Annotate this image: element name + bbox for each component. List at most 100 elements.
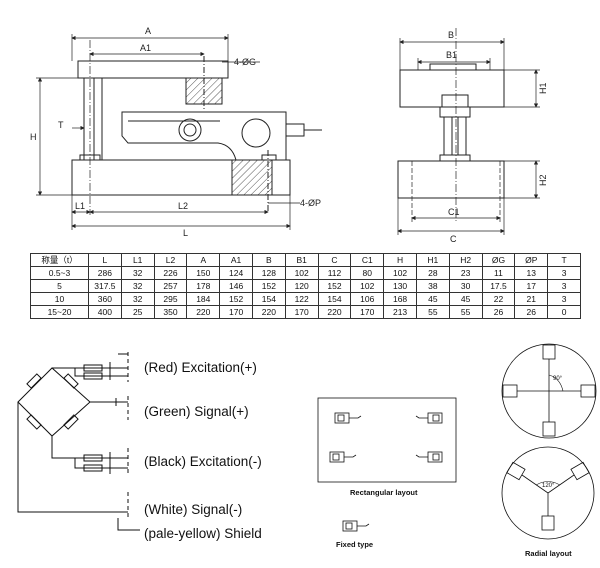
label-green: (Green) Signal(+)	[144, 404, 249, 419]
table-cell: 150	[186, 266, 221, 280]
radial120-cell-bottom	[541, 515, 555, 531]
table-cell: 152	[317, 279, 352, 293]
table-cell: 45	[415, 292, 450, 306]
table-cell: 120	[284, 279, 319, 293]
table-cell: 317.5	[88, 279, 122, 293]
table-cell: 112	[317, 266, 352, 280]
side-top-plate	[399, 69, 505, 108]
gauge-hole-left	[178, 118, 202, 142]
dim-h2: H2	[538, 174, 548, 186]
table-cell: 13	[514, 266, 549, 280]
table-cell: 170	[284, 305, 319, 319]
caption-radial: Radial layout	[525, 549, 572, 558]
table-cell: 55	[415, 305, 450, 319]
support-post-left	[83, 77, 95, 161]
header-b1: B1	[284, 253, 319, 267]
table-cell: 295	[153, 292, 188, 306]
fixed-type-cell	[342, 520, 370, 532]
header-a1: A1	[219, 253, 253, 267]
rectangular-frame	[317, 397, 457, 483]
black-resistor-2	[83, 464, 103, 472]
table-cell: 154	[317, 292, 352, 306]
dim-p: 4-ØP	[300, 198, 321, 208]
header-g: ØG	[481, 253, 516, 267]
wiring-labels: (Red) Excitation(+) (Green) Signal(+) (B…	[144, 360, 262, 541]
radial-circle-90	[501, 343, 597, 439]
table-cell: 21	[514, 292, 549, 306]
side-column	[443, 116, 467, 156]
table-cell: 5	[30, 279, 89, 293]
label-black: (Black) Excitation(-)	[144, 454, 262, 469]
table-cell: 184	[186, 292, 221, 306]
rect-cell-3	[329, 451, 357, 463]
dim-l: L	[183, 228, 188, 238]
dim-t: T	[58, 120, 64, 130]
rect-cell-2	[415, 412, 443, 424]
table-cell: 220	[186, 305, 221, 319]
radial-circle-120	[501, 446, 595, 540]
header-a: A	[186, 253, 221, 267]
radial-layout-120	[501, 446, 595, 540]
dim-h1: H1	[538, 82, 548, 94]
table-cell: 106	[350, 292, 385, 306]
table-cell: 154	[251, 292, 286, 306]
wire-red	[52, 367, 128, 377]
bridge-resistor-1	[26, 373, 42, 389]
table-cell: 220	[251, 305, 286, 319]
rect-cell-4	[415, 451, 443, 463]
table-cell: 3	[547, 266, 581, 280]
table-cell: 17.5	[481, 279, 516, 293]
table-cell: 226	[153, 266, 188, 280]
table-cell: 10	[30, 292, 89, 306]
header-c1: C1	[350, 253, 385, 267]
header-h2: H2	[448, 253, 483, 267]
table-cell: 122	[284, 292, 319, 306]
table-cell: 45	[448, 292, 483, 306]
table-cell: 124	[219, 266, 253, 280]
caption-fixed: Fixed type	[336, 540, 373, 549]
wire-shield	[117, 518, 140, 531]
label-red: (Red) Excitation(+)	[144, 360, 257, 375]
radial90-cell-top	[542, 344, 556, 360]
table-cell: 170	[219, 305, 253, 319]
rect-cell-1	[334, 412, 362, 424]
table-cell: 257	[153, 279, 188, 293]
header-c: C	[317, 253, 352, 267]
radial90-cell-right	[580, 384, 596, 398]
side-bottom-nut	[439, 154, 471, 162]
table-cell: 152	[251, 279, 286, 293]
label-white: (White) Signal(-)	[144, 502, 242, 517]
table-cell: 0	[547, 305, 581, 319]
front-dimension-labels: A A1 4-ØG H T L1 L2 L 4-ØP	[30, 26, 321, 238]
rectangular-layout	[317, 397, 457, 532]
table-cell: 152	[219, 292, 253, 306]
dim-h: H	[30, 132, 37, 142]
bridge-resistor-2	[63, 373, 79, 389]
dim-c: C	[450, 234, 457, 244]
front-view	[71, 40, 322, 215]
table-cell: 22	[481, 292, 516, 306]
table-cell: 32	[120, 292, 155, 306]
table-cell: 178	[186, 279, 221, 293]
table-cell: 80	[350, 266, 385, 280]
gauge-hole-left-inner	[183, 123, 197, 137]
header-b: B	[251, 253, 286, 267]
table-cell: 146	[219, 279, 253, 293]
header-h: H	[383, 253, 417, 267]
table-cell: 3	[547, 292, 581, 306]
support-post-right	[93, 77, 103, 161]
black-resistor-1	[83, 454, 103, 462]
mount-hole-right	[241, 118, 271, 148]
angle-120: 120°	[542, 483, 555, 489]
radial120-cell-right	[570, 461, 590, 481]
side-hex	[439, 106, 471, 118]
top-plate	[77, 60, 229, 79]
dim-g: 4-ØG	[234, 57, 256, 67]
side-top-cap	[429, 63, 477, 71]
side-dimensions	[397, 38, 540, 235]
